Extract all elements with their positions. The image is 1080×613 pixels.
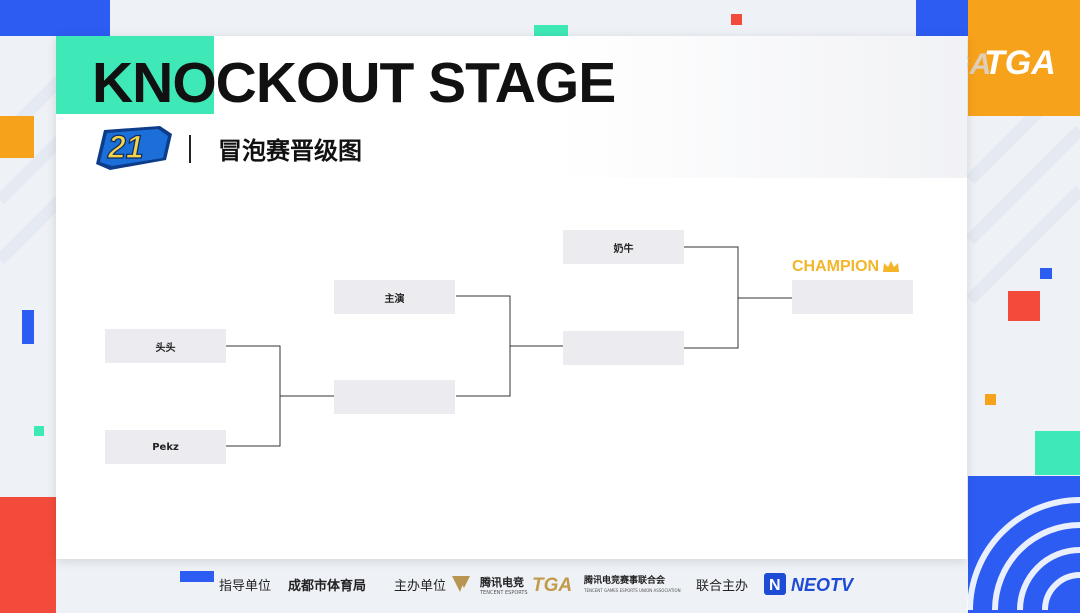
page-title: KNOCKOUT STAGE bbox=[92, 51, 616, 115]
tga-union-logo: TGA 腾讯电竞赛事联合会 TENCENT GAMES ESPORTS UNIO… bbox=[532, 572, 692, 600]
bracket-slot-r2-2 bbox=[334, 380, 455, 414]
tga-union-text: 腾讯电竞赛事联合会 bbox=[583, 574, 666, 586]
footer-guide-org: 成都市体育局 bbox=[288, 579, 367, 594]
title-divider bbox=[189, 135, 191, 163]
tga-union-en-text: TENCENT GAMES ESPORTS UNION ASSOCIATION bbox=[583, 588, 681, 593]
champion-label-text: CHAMPION bbox=[792, 258, 880, 275]
bracket-slot-r3-2 bbox=[563, 331, 684, 365]
bracket-slot-r1-1: 头头 bbox=[105, 329, 226, 363]
game-logo-text: 21 bbox=[107, 129, 144, 165]
tencent-esports-en-text: TENCENT ESPORTS bbox=[479, 590, 528, 596]
bracket-slot-r3-1: 奶牛 bbox=[563, 230, 684, 264]
crown-icon bbox=[883, 261, 900, 272]
game-logo: 21 bbox=[90, 120, 176, 176]
page-subtitle: 冒泡赛晋级图 bbox=[218, 137, 362, 165]
neotv-logo: N NEOTV bbox=[764, 572, 864, 600]
footer: 指导单位 成都市体育局 主办单位 腾讯电竞 TENCENT ESPORTS TG… bbox=[0, 563, 1080, 608]
main-card: KNOCKOUT STAGE 21 冒泡赛晋级图 头头 Pekz 主演 奶牛 bbox=[56, 36, 967, 559]
tga-brand-text: TGA bbox=[984, 44, 1056, 80]
bracket-lines bbox=[226, 246, 792, 447]
neotv-text: NEOTV bbox=[791, 575, 855, 595]
bracket-slot-r1-2: Pekz bbox=[105, 430, 226, 464]
title-accent-block bbox=[56, 36, 214, 114]
footer-cohost-label: 联合主办 bbox=[696, 579, 749, 594]
footer-guide-label: 指导单位 bbox=[219, 579, 272, 594]
tencent-esports-text: 腾讯电竞 bbox=[480, 575, 524, 589]
bracket-slot-r2-1: 主演 bbox=[334, 280, 455, 314]
svg-text:N: N bbox=[769, 577, 781, 594]
tencent-esports-logo: 腾讯电竞 TENCENT ESPORTS bbox=[452, 572, 530, 600]
tga-union-brand: TGA bbox=[532, 575, 572, 596]
champion-slot bbox=[792, 280, 913, 314]
champion-label: CHAMPION bbox=[792, 258, 900, 276]
footer-host-label: 主办单位 bbox=[394, 579, 447, 594]
